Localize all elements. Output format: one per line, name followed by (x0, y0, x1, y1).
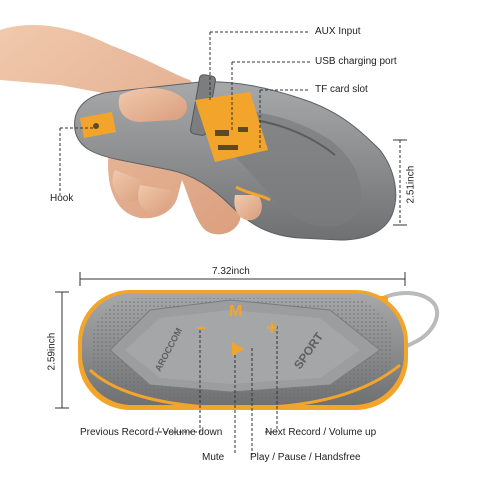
button-minus[interactable]: − (196, 318, 207, 338)
label-mute: Mute (202, 452, 225, 463)
top-callout-lines (59, 31, 407, 226)
hand-held-speaker (0, 25, 397, 241)
label-play-pause: Play / Pause / Handsfree (250, 452, 361, 463)
play-button-icon[interactable] (232, 342, 244, 356)
bottom-callout-lines (55, 272, 406, 409)
label-height-top: 2.51inch (405, 165, 417, 204)
button-m[interactable]: M (229, 303, 242, 320)
label-next-record: Next Record / Volume up (265, 427, 377, 438)
label-height-bottom: 2.59inch (46, 332, 58, 371)
button-plus[interactable]: + (266, 317, 278, 339)
label-hook: Hook (50, 193, 74, 204)
label-previous-record: Previous Record / Volume down (80, 427, 223, 438)
carabiner-hook (378, 291, 439, 354)
label-tf-card-slot: TF card slot (315, 84, 368, 95)
label-aux-input: AUX Input (315, 26, 361, 37)
label-length-bottom: 7.32inch (212, 266, 250, 277)
speaker-front (78, 290, 439, 410)
label-usb-charging-port: USB charging port (315, 56, 397, 67)
